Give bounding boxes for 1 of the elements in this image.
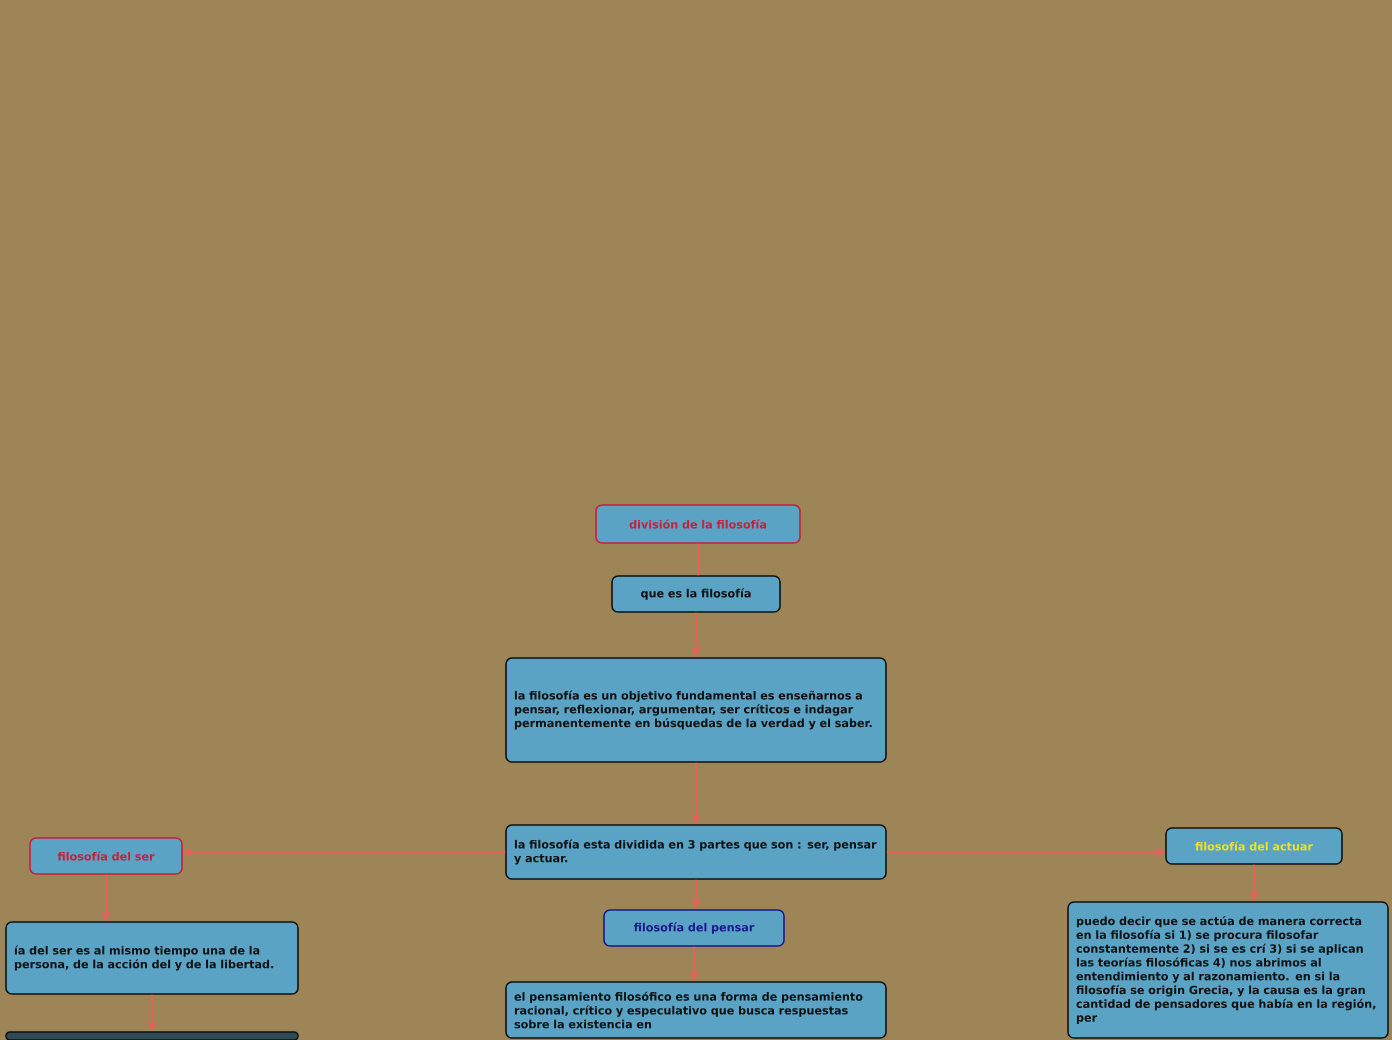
empty-box (5, 1031, 299, 1040)
